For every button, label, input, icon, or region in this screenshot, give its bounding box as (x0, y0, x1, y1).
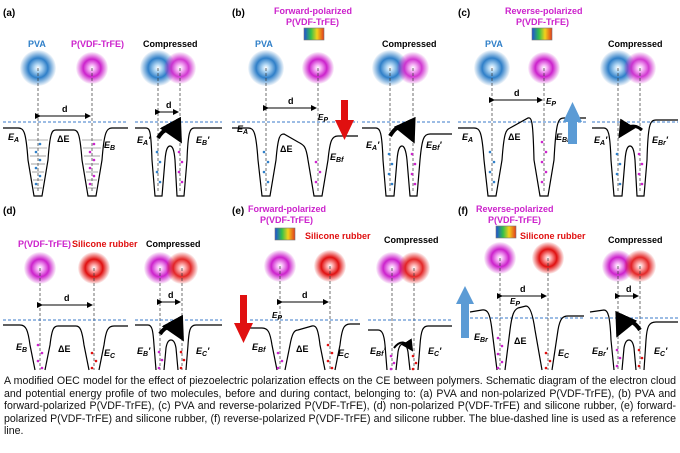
red-arrow-down-icon (240, 295, 247, 323)
label-text: (b) (232, 8, 245, 19)
label-text: ΔE (514, 336, 526, 346)
label-text: Silicone rubber (520, 231, 586, 241)
figure-caption: A modified OEC model for the effect of p… (4, 375, 676, 438)
molecule-label: PVA (28, 39, 46, 49)
energy-label: EP (546, 97, 556, 108)
label-text: PVA (485, 39, 503, 49)
diagram-canvas: (a) PVA P(VDF-TrFE) d EA EB ΔE Compresse… (3, 6, 678, 371)
panel-e: (e) Forward-polarized P(VDF-TrFE) Silico… (232, 204, 452, 371)
energy-label: EBf′ (370, 346, 386, 358)
energy-label: EA (8, 132, 19, 144)
label-text: d (626, 284, 632, 294)
label-text: Silicone rubber (72, 239, 138, 249)
label-text: d (514, 88, 520, 98)
label-text: Compressed (384, 235, 439, 245)
energy-label: EBf (252, 342, 266, 354)
label-text: Forward-polarized (274, 6, 352, 16)
energy-label: EBr′ (652, 135, 669, 147)
label-text: P(VDF-TrFE) (286, 17, 339, 27)
label-text: Forward-polarized (248, 204, 326, 214)
label-text: (d) (3, 206, 16, 217)
energy-label: EBf′ (426, 140, 442, 152)
label-text: P(VDF-TrFE) (260, 215, 313, 225)
energy-label: EA′ (137, 135, 151, 147)
label-text: ΔE (296, 344, 308, 354)
energy-label: EBr (474, 332, 489, 344)
panel-c: (c) Reverse-polarized P(VDF-TrFE) PVA d … (458, 6, 678, 197)
label-text: PVA (255, 39, 273, 49)
label-text: Silicone rubber (305, 231, 371, 241)
energy-label: EC (338, 348, 350, 360)
energy-label: EB (16, 342, 27, 354)
red-arrow-down-icon (341, 100, 348, 120)
label-text: ΔE (57, 134, 69, 144)
molecule-label: P(VDF-TrFE) (71, 39, 124, 49)
energy-label: EA′ (366, 140, 380, 152)
label-text: Reverse-polarized (476, 204, 554, 214)
energy-label: EBr′ (592, 346, 609, 358)
label-text: ΔE (508, 132, 520, 142)
label-text: (f) (458, 206, 468, 217)
potential-curve (3, 127, 128, 197)
polarization-icon (303, 27, 325, 41)
label-text: P(VDF-TrFE) (488, 215, 541, 225)
blue-arrow-up-icon (563, 102, 582, 122)
label-text: (e) (232, 206, 244, 217)
label-text: d (520, 284, 526, 294)
blue-arrow-up-icon (456, 286, 474, 304)
energy-label: EP (510, 297, 520, 308)
energy-label: EC′ (654, 346, 668, 358)
label-text: ΔE (58, 344, 70, 354)
label-text: d (64, 293, 70, 303)
label-text: P(VDF-TrFE) (516, 17, 569, 27)
panel-d: (d) P(VDF-TrFE) Silicone rubber d EB EC … (3, 206, 222, 371)
energy-label: EBf (330, 152, 344, 164)
energy-label: EP (318, 113, 328, 124)
label-text: Compressed (382, 39, 437, 49)
label-text: Compressed (608, 235, 663, 245)
panel-f: (f) Reverse-polarized P(VDF-TrFE) Silico… (456, 204, 678, 371)
label-text: d (288, 96, 294, 106)
panel-b: (b) Forward-polarized P(VDF-TrFE) PVA d … (232, 6, 452, 197)
label-text: ΔE (280, 144, 292, 154)
label-text: (c) (458, 8, 470, 19)
panel-a: (a) PVA P(VDF-TrFE) d EA EB ΔE Compresse… (3, 8, 222, 197)
label-text: Compressed (608, 39, 663, 49)
energy-label: EC (558, 348, 570, 360)
energy-label: EB (104, 140, 115, 152)
energy-label: EA (462, 132, 473, 144)
energy-label: EC′ (196, 346, 210, 358)
label-text: Compressed (146, 239, 201, 249)
energy-label: EA′ (594, 135, 608, 147)
energy-label: EC′ (428, 346, 442, 358)
energy-label: EB′ (137, 346, 151, 358)
label-text: d (168, 290, 174, 300)
energy-label: EB′ (196, 135, 210, 147)
panel-label: (a) (3, 8, 15, 19)
energy-label: EBr (556, 132, 571, 144)
energy-label: EP (272, 311, 282, 322)
label-text: d (62, 104, 68, 114)
label-text: P(VDF-TrFE) (18, 239, 71, 249)
label-text: Compressed (143, 39, 198, 49)
label-text: d (166, 100, 172, 110)
label-text: Reverse-polarized (505, 6, 583, 16)
energy-label: EA (237, 124, 248, 136)
energy-label: EC (104, 348, 116, 360)
label-text: d (302, 290, 308, 300)
